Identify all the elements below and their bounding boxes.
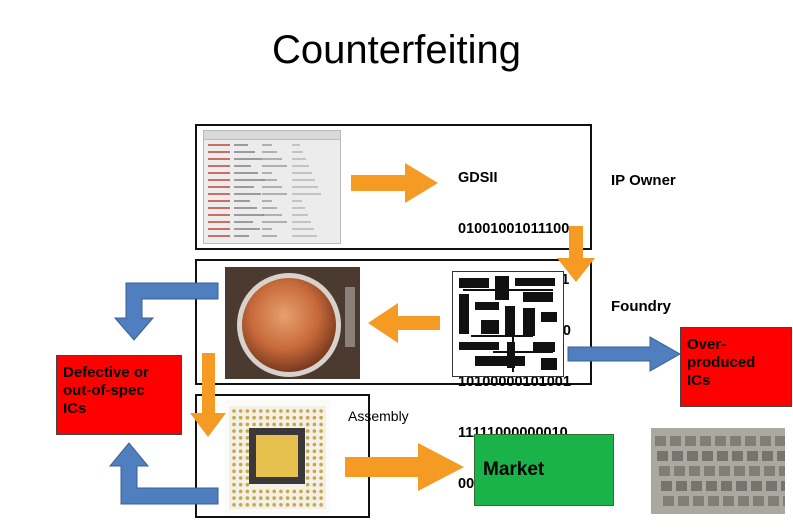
circuit-board-photo <box>651 428 785 514</box>
circuit-layout-image <box>452 271 564 377</box>
code-lines-graphic <box>208 144 321 237</box>
assembly-label: Assembly <box>348 408 409 424</box>
defective-ics-box: Defective or out-of-spec ICs <box>56 355 182 435</box>
gdsii-line: 01001001011100 <box>458 221 570 237</box>
market-box: Market <box>474 434 614 506</box>
gdsii-line: GDSII <box>458 170 498 186</box>
overproduced-ics-box: Over- produced ICs <box>680 327 792 407</box>
market-label: Market <box>483 459 545 480</box>
foundry-label: Foundry <box>611 298 671 315</box>
gdsii-line: 10100000101001 <box>458 374 571 390</box>
editor-titlebar <box>204 131 340 140</box>
wafer-photo <box>225 267 360 379</box>
slide-title: Counterfeiting <box>271 28 522 72</box>
ic-package-photo <box>225 400 330 515</box>
ip-owner-label: IP Owner <box>611 172 676 189</box>
code-editor-image <box>203 130 341 244</box>
